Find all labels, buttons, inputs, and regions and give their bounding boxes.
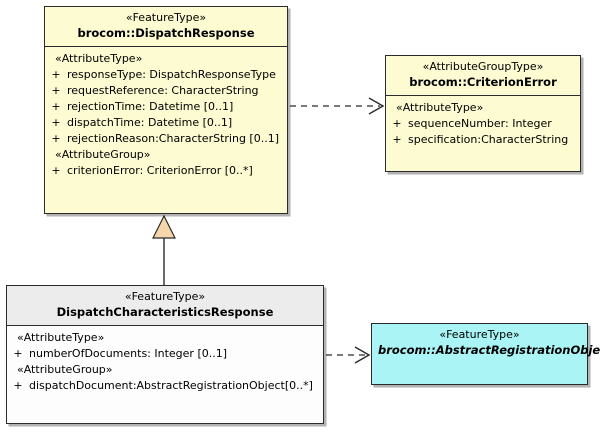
attribute-visibility: + [51, 164, 61, 177]
attribute-text: responseType: DispatchResponseType [67, 68, 276, 81]
attribute-row[interactable]: + requestReference: CharacterString [45, 83, 287, 99]
attribute-text: dispatchTime: Datetime [0..1] [67, 116, 233, 129]
attribute-visibility: + [51, 68, 61, 81]
attribute-text: numberOfDocuments: Integer [0..1] [29, 347, 228, 360]
attribute-row[interactable]: + criterionError: CriterionError [0..*] [45, 163, 287, 179]
open-arrowhead [354, 346, 371, 364]
class-attributes: «AttributeType» + numberOfDocuments: Int… [7, 326, 323, 399]
attribute-text: criterionError: CriterionError [0..*] [67, 164, 253, 177]
attribute-visibility: + [51, 116, 61, 129]
class-stereotype: «FeatureType» [124, 290, 206, 303]
dependency-dispatchresponse-to-criterionerror[interactable] [290, 97, 385, 115]
class-stereotype: «FeatureType» [439, 328, 520, 341]
class-attributes: «AttributeType» + sequenceNumber: Intege… [386, 96, 580, 153]
attribute-row[interactable]: + specification:CharacterString [386, 132, 580, 148]
attribute-text: requestReference: CharacterString [67, 84, 259, 97]
attribute-visibility: + [51, 132, 61, 145]
class-name: brocom::CriterionError [409, 75, 557, 89]
dependency-dispatchcharacteristics-to-abstractregistrationobject[interactable] [326, 346, 371, 364]
attribute-text: specification:CharacterString [408, 133, 569, 146]
attribute-row[interactable]: + rejectionReason:CharacterString [0..1] [45, 131, 287, 147]
class-stereotype: «FeatureType» [125, 11, 207, 24]
attribute-row[interactable]: + rejectionTime: Datetime [0..1] [45, 99, 287, 115]
class-header: «FeatureType» brocom::AbstractRegistrati… [372, 324, 600, 363]
class-criterion-error[interactable]: «AttributeGroupType» brocom::CriterionEr… [385, 55, 581, 172]
class-name: brocom::DispatchResponse [77, 26, 255, 40]
class-stereotype: «AttributeGroupType» [422, 60, 544, 73]
class-header: «FeatureType» brocom::DispatchResponse [45, 7, 287, 47]
attribute-group-label: «AttributeGroup» [17, 363, 113, 376]
attribute-text: dispatchDocument:AbstractRegistrationObj… [29, 379, 313, 392]
attribute-group-label: «AttributeType» [396, 101, 484, 114]
attribute-text: sequenceNumber: Integer [408, 117, 552, 130]
attribute-visibility: + [51, 84, 61, 97]
class-dispatch-characteristics-response[interactable]: «FeatureType» DispatchCharacteristicsRes… [6, 285, 324, 424]
attribute-row[interactable]: + dispatchTime: Datetime [0..1] [45, 115, 287, 131]
attribute-group-label: «AttributeType» [17, 331, 105, 344]
hollow-triangle-arrowhead [152, 214, 176, 239]
attribute-row[interactable]: + dispatchDocument:AbstractRegistrationO… [7, 378, 323, 394]
class-dispatch-response[interactable]: «FeatureType» brocom::DispatchResponse «… [44, 6, 288, 214]
class-header: «FeatureType» DispatchCharacteristicsRes… [7, 286, 323, 326]
class-attributes: «AttributeType» + responseType: Dispatch… [45, 47, 287, 184]
class-header: «AttributeGroupType» brocom::CriterionEr… [386, 56, 580, 96]
attribute-text: rejectionTime: Datetime [0..1] [67, 100, 234, 113]
attribute-group-label: «AttributeGroup» [55, 148, 151, 161]
attribute-visibility: + [13, 347, 23, 360]
attribute-visibility: + [392, 133, 402, 146]
attribute-group-label: «AttributeType» [55, 52, 143, 65]
attribute-row[interactable]: + sequenceNumber: Integer [386, 116, 580, 132]
attribute-row[interactable]: + numberOfDocuments: Integer [0..1] [7, 346, 323, 362]
attribute-visibility: + [13, 379, 23, 392]
attribute-text: rejectionReason:CharacterString [0..1] [67, 132, 279, 145]
attribute-visibility: + [392, 117, 402, 130]
class-abstract-registration-object[interactable]: «FeatureType» brocom::AbstractRegistrati… [371, 323, 600, 385]
attribute-row[interactable]: + responseType: DispatchResponseType [45, 67, 287, 83]
class-name: DispatchCharacteristicsResponse [56, 305, 274, 319]
class-name: brocom::AbstractRegistrationObject [378, 343, 600, 357]
generalization-dispatchcharacteristics-to-dispatchresponse[interactable] [152, 214, 176, 285]
attribute-visibility: + [51, 100, 61, 113]
open-arrowhead [368, 97, 385, 115]
